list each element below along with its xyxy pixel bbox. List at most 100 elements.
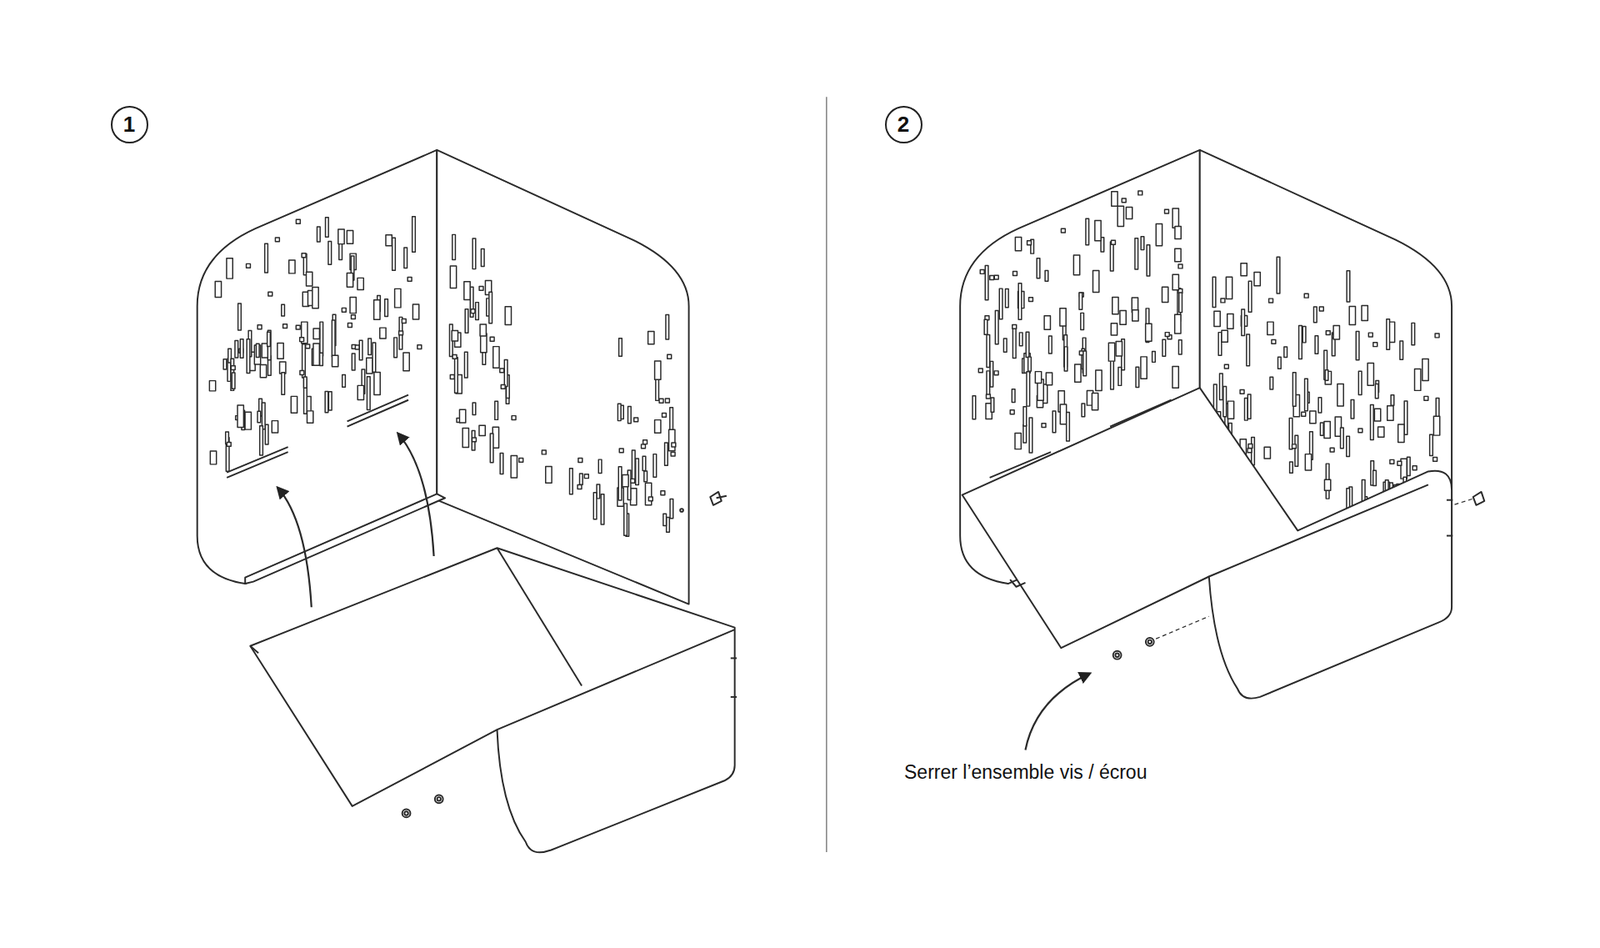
perforation bbox=[260, 364, 266, 377]
perforation bbox=[1025, 331, 1030, 357]
perforation bbox=[1302, 326, 1306, 343]
perforation bbox=[670, 498, 674, 518]
perforation bbox=[1214, 310, 1220, 326]
perforation bbox=[990, 397, 995, 412]
perforation bbox=[350, 297, 356, 314]
perforation bbox=[660, 490, 665, 495]
perforation bbox=[1240, 263, 1247, 276]
perforation bbox=[1161, 286, 1168, 302]
perforation bbox=[990, 275, 995, 280]
perforation bbox=[346, 230, 353, 244]
perforation bbox=[655, 376, 660, 401]
perforation bbox=[1433, 415, 1440, 435]
callout-arrow bbox=[1025, 673, 1090, 750]
perforation bbox=[295, 219, 300, 224]
perforation bbox=[1015, 433, 1021, 450]
perforation bbox=[1319, 306, 1324, 311]
perforation bbox=[489, 291, 493, 323]
perforation bbox=[395, 288, 401, 308]
perforation bbox=[1178, 340, 1182, 355]
perforation bbox=[1060, 404, 1066, 425]
perforation bbox=[1224, 364, 1229, 369]
perforation bbox=[368, 338, 372, 355]
perforation bbox=[450, 265, 456, 289]
perforation bbox=[1374, 408, 1380, 421]
perforation bbox=[1027, 240, 1032, 245]
perforation bbox=[667, 354, 672, 359]
perforation bbox=[1132, 310, 1139, 321]
perforation bbox=[1386, 319, 1390, 350]
perforation bbox=[653, 454, 657, 478]
perforation bbox=[1397, 460, 1402, 465]
perforation bbox=[1295, 435, 1299, 466]
perforation bbox=[1220, 373, 1224, 400]
perforation bbox=[1430, 434, 1434, 455]
perforation bbox=[394, 337, 398, 358]
perforation bbox=[350, 315, 355, 320]
perforation bbox=[464, 351, 468, 378]
perforation bbox=[1115, 341, 1122, 357]
perforation bbox=[1422, 358, 1429, 380]
perforation bbox=[495, 400, 499, 420]
perforation bbox=[275, 237, 280, 242]
perforation bbox=[1041, 423, 1046, 428]
perforation bbox=[1023, 424, 1027, 443]
perforation bbox=[1241, 309, 1245, 335]
perforation bbox=[1358, 428, 1363, 433]
perforation bbox=[401, 319, 406, 324]
perforation bbox=[407, 276, 412, 281]
perforation bbox=[1118, 367, 1122, 386]
perforation bbox=[1152, 351, 1156, 363]
perforation bbox=[313, 343, 320, 365]
step-number-text: 2 bbox=[897, 111, 910, 138]
perforation bbox=[1227, 313, 1234, 329]
perforation bbox=[655, 360, 661, 380]
perforation bbox=[1264, 446, 1270, 459]
perforation bbox=[1310, 410, 1316, 424]
perforation bbox=[1346, 435, 1350, 456]
perforation bbox=[598, 459, 602, 473]
perforation bbox=[1301, 411, 1306, 416]
perforation bbox=[312, 287, 319, 309]
perforation bbox=[1019, 332, 1023, 346]
perforation bbox=[238, 303, 242, 330]
perforation bbox=[577, 485, 582, 490]
perforation bbox=[464, 281, 470, 300]
perforation bbox=[1135, 238, 1139, 270]
perforation bbox=[231, 372, 235, 389]
perforation bbox=[1175, 314, 1181, 334]
perforation bbox=[655, 420, 661, 434]
perforation bbox=[341, 307, 346, 312]
perforation bbox=[1240, 389, 1245, 394]
perforation bbox=[1012, 325, 1016, 359]
perforation bbox=[1406, 456, 1410, 475]
perforation bbox=[289, 260, 295, 274]
perforation bbox=[328, 241, 332, 265]
perforation bbox=[1018, 283, 1022, 320]
perforation bbox=[385, 235, 392, 246]
perforation bbox=[366, 376, 370, 410]
perforation bbox=[260, 425, 264, 455]
perforation bbox=[1140, 236, 1145, 250]
perforation bbox=[1324, 479, 1330, 490]
perforation bbox=[510, 455, 517, 477]
perforation bbox=[1117, 205, 1124, 226]
perforation bbox=[1172, 274, 1179, 290]
perforation bbox=[374, 372, 380, 395]
perforation bbox=[1155, 223, 1162, 245]
perforation bbox=[1370, 404, 1375, 440]
perforation bbox=[990, 360, 994, 387]
perforation bbox=[986, 370, 990, 397]
perforation bbox=[351, 353, 355, 370]
perforation bbox=[226, 441, 231, 446]
perforation bbox=[1035, 371, 1041, 384]
perforation bbox=[504, 360, 508, 387]
perforation bbox=[619, 448, 624, 453]
perforation bbox=[300, 337, 305, 342]
perforation bbox=[230, 365, 235, 370]
perforation bbox=[300, 370, 305, 375]
perforation bbox=[1015, 236, 1021, 250]
perforation bbox=[635, 458, 640, 485]
perforation bbox=[452, 234, 456, 260]
